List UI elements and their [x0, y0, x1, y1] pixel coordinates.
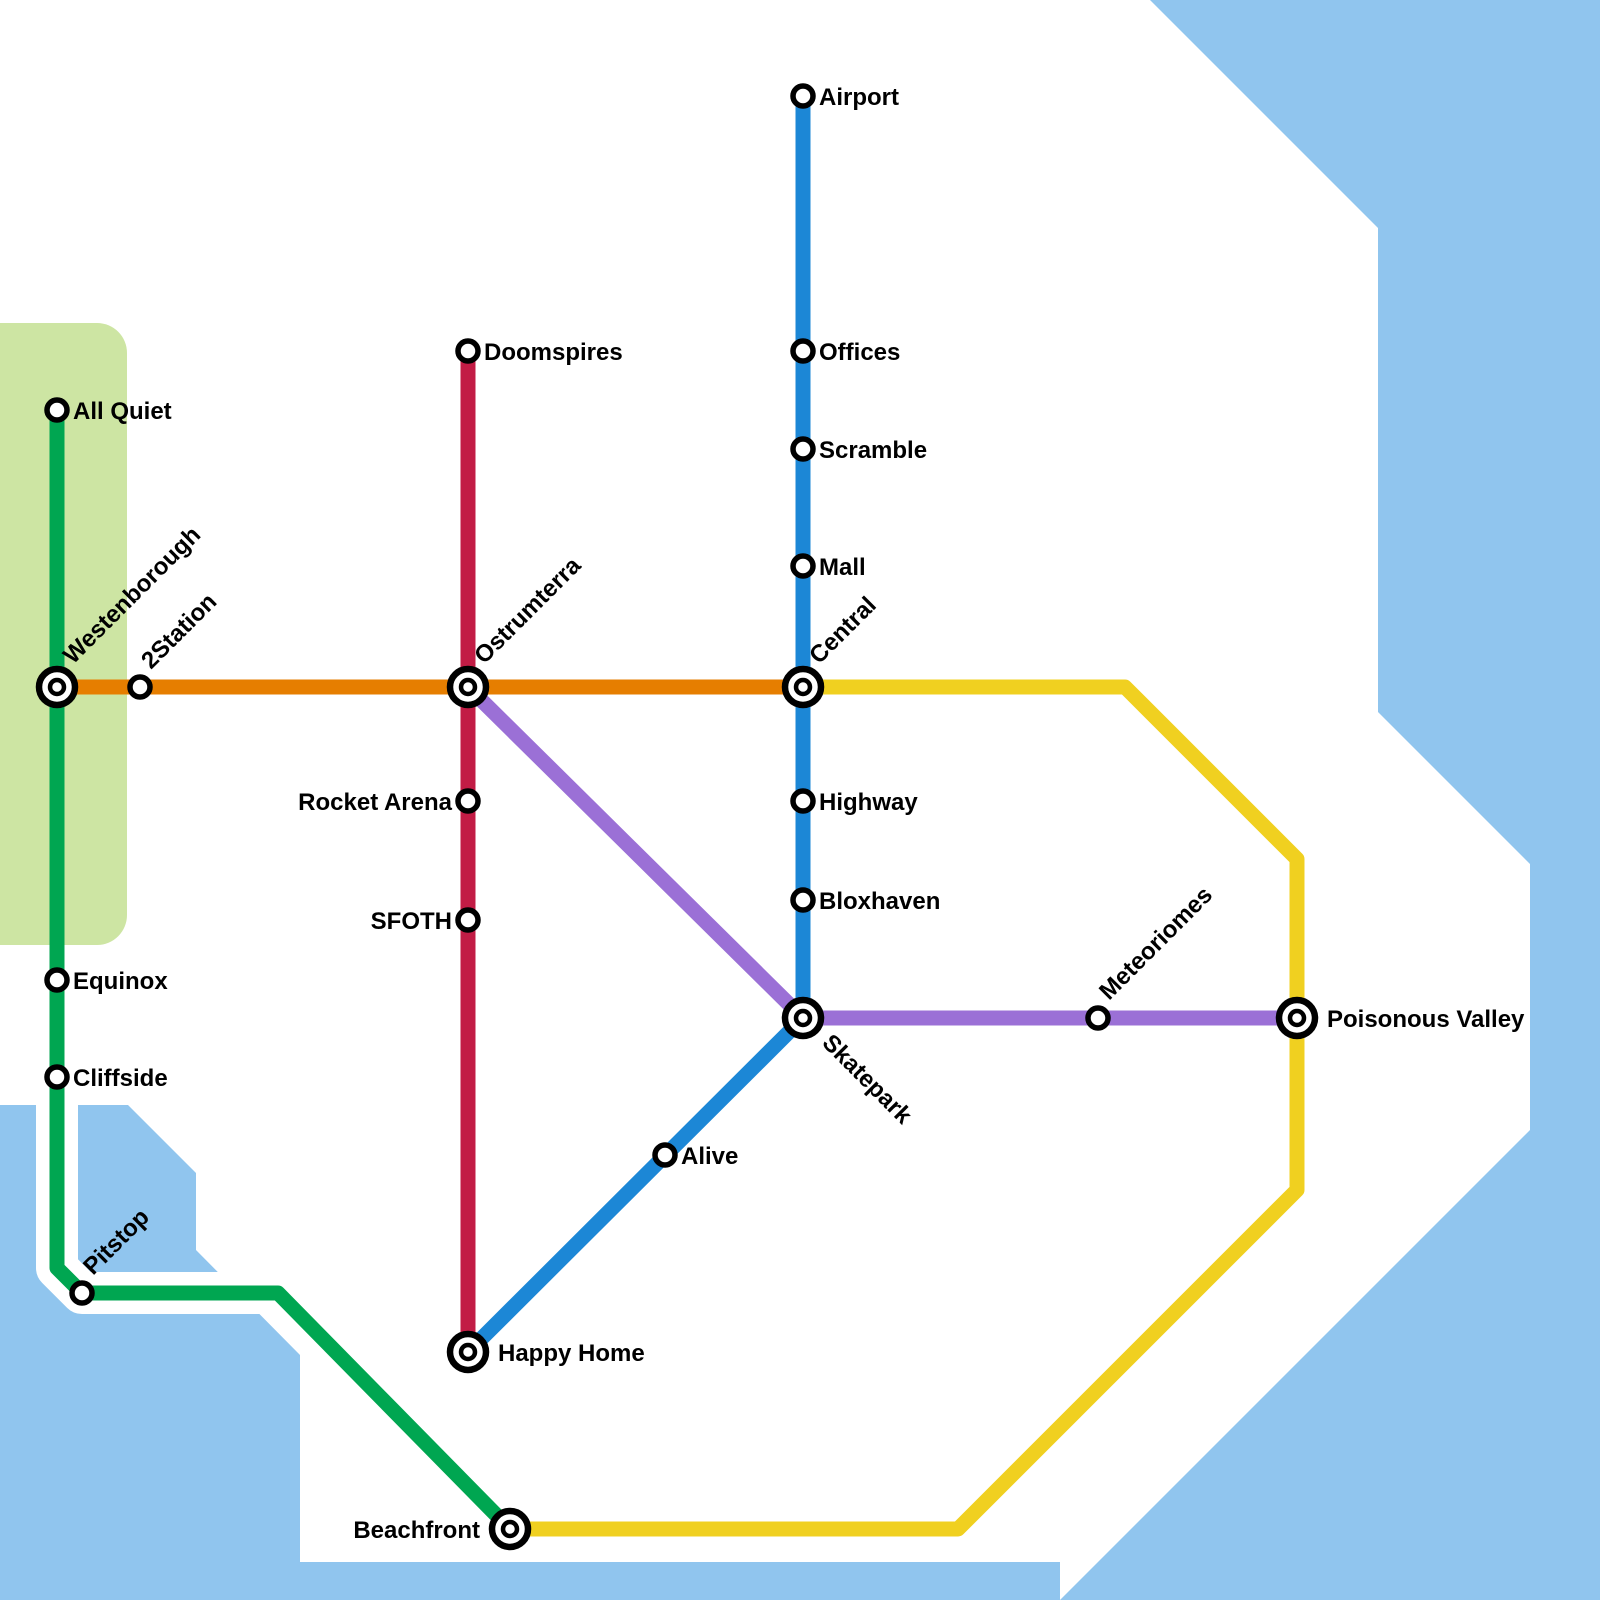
station-westenborough-marker-inner — [47, 677, 67, 697]
station-doomspires-marker — [455, 338, 481, 364]
station-ostrumterra-marker-inner — [458, 677, 478, 697]
station-label-meteoriomes: Meteoriomes — [1094, 881, 1218, 1005]
station-skatepark-marker-inner — [793, 1008, 813, 1028]
station-label-mall: Mall — [819, 554, 866, 581]
station-bloxhaven-marker — [790, 887, 816, 913]
station-label-rocket-arena: Rocket Arena — [298, 789, 452, 816]
station-label-highway: Highway — [819, 789, 918, 816]
station-label-airport: Airport — [819, 84, 899, 111]
station-label-scramble: Scramble — [819, 437, 927, 464]
station-central-marker-inner — [793, 677, 813, 697]
station-all-quiet-marker — [44, 397, 70, 423]
station-label-sfoth: SFOTH — [371, 908, 452, 935]
station-label-poisonous-valley: Poisonous Valley — [1327, 1006, 1525, 1033]
station-meteoriomes-marker — [1085, 1005, 1111, 1031]
station-label-equinox: Equinox — [73, 968, 168, 995]
station-label-all-quiet: All Quiet — [73, 398, 172, 425]
station-mall-marker — [790, 553, 816, 579]
station-alive-marker — [652, 1142, 678, 1168]
station-equinox-marker — [44, 967, 70, 993]
station-label-happy-home: Happy Home — [498, 1340, 645, 1367]
station-label-skatepark: Skatepark — [817, 1029, 918, 1130]
station-happy-home-marker-inner — [458, 1342, 478, 1362]
station-label-2station: 2Station — [136, 588, 222, 674]
station-highway-marker — [790, 788, 816, 814]
station-sfoth-marker — [455, 907, 481, 933]
station-beachfront-marker-inner — [500, 1519, 520, 1539]
water-area-1 — [1060, 0, 1600, 1600]
water-area-2 — [0, 1105, 1060, 1600]
station-cliffside-marker — [44, 1064, 70, 1090]
station-scramble-marker — [790, 436, 816, 462]
station-label-bloxhaven: Bloxhaven — [819, 888, 940, 915]
station-poisonous-valley-marker-inner — [1287, 1008, 1307, 1028]
station-label-offices: Offices — [819, 339, 900, 366]
station-airport-marker — [790, 83, 816, 109]
station-offices-marker — [790, 338, 816, 364]
station-pitstop-marker — [69, 1280, 95, 1306]
station-label-alive: Alive — [681, 1143, 738, 1170]
station-label-doomspires: Doomspires — [484, 339, 623, 366]
station-rocket-arena-marker — [455, 788, 481, 814]
station-label-beachfront: Beachfront — [353, 1517, 480, 1544]
station-2station-marker — [127, 674, 153, 700]
station-label-cliffside: Cliffside — [73, 1065, 168, 1092]
